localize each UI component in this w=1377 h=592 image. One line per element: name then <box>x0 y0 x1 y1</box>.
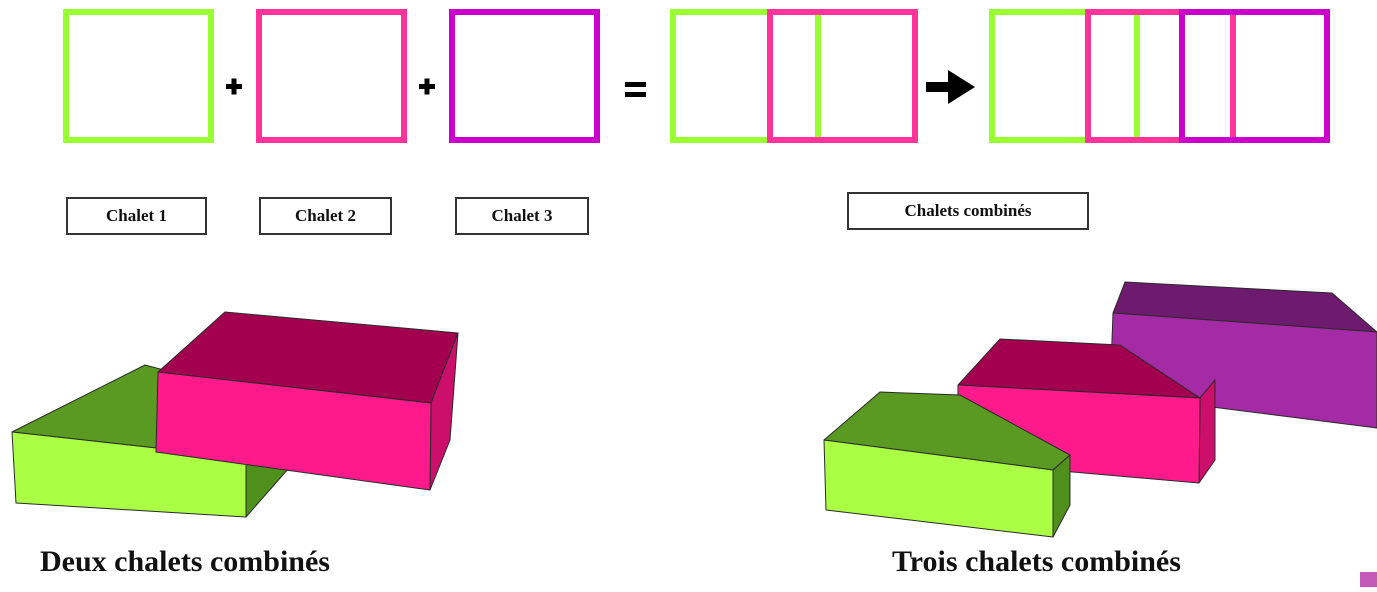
plan3-chalet-purple <box>1179 9 1330 143</box>
plus-icon <box>226 78 242 95</box>
arrow-right-icon <box>926 70 975 104</box>
two-chalets-3d <box>11 311 459 518</box>
label-chalet-3-text: Chalet 3 <box>491 206 553 225</box>
label-combined: Chalets combinés <box>847 192 1089 230</box>
equals-icon <box>625 82 646 97</box>
three-chalets-plan <box>989 9 1330 143</box>
caption-three-combined-text: Trois chalets combinés <box>892 545 1181 578</box>
pink-box-front <box>155 371 432 491</box>
three-chalets-3d <box>823 281 1377 538</box>
caption-three-combined: Trois chalets combinés <box>892 545 1181 579</box>
caption-two-combined: Deux chalets combinés <box>40 545 330 579</box>
chalet-2-square <box>256 9 407 143</box>
plan-chalet-green <box>670 9 821 143</box>
label-chalet-2-text: Chalet 2 <box>295 206 356 225</box>
label-chalet-2: Chalet 2 <box>259 197 392 235</box>
green3-box-front <box>823 439 1054 538</box>
chalet-1-square <box>63 9 214 143</box>
plan-chalet-pink <box>767 9 918 143</box>
label-combined-text: Chalets combinés <box>904 201 1032 220</box>
green3-box-side <box>1052 454 1071 538</box>
label-chalet-1-text: Chalet 1 <box>106 206 167 225</box>
caption-two-combined-text: Deux chalets combinés <box>40 545 330 578</box>
label-chalet-3: Chalet 3 <box>455 197 589 235</box>
label-chalet-1: Chalet 1 <box>66 197 207 235</box>
two-chalets-plan <box>670 9 918 143</box>
plus-icon <box>419 78 435 95</box>
plan3-chalet-green <box>989 9 1140 143</box>
plan3-chalet-pink <box>1085 9 1236 143</box>
chalet-3-square <box>449 9 600 143</box>
corner-decoration <box>1360 572 1377 587</box>
